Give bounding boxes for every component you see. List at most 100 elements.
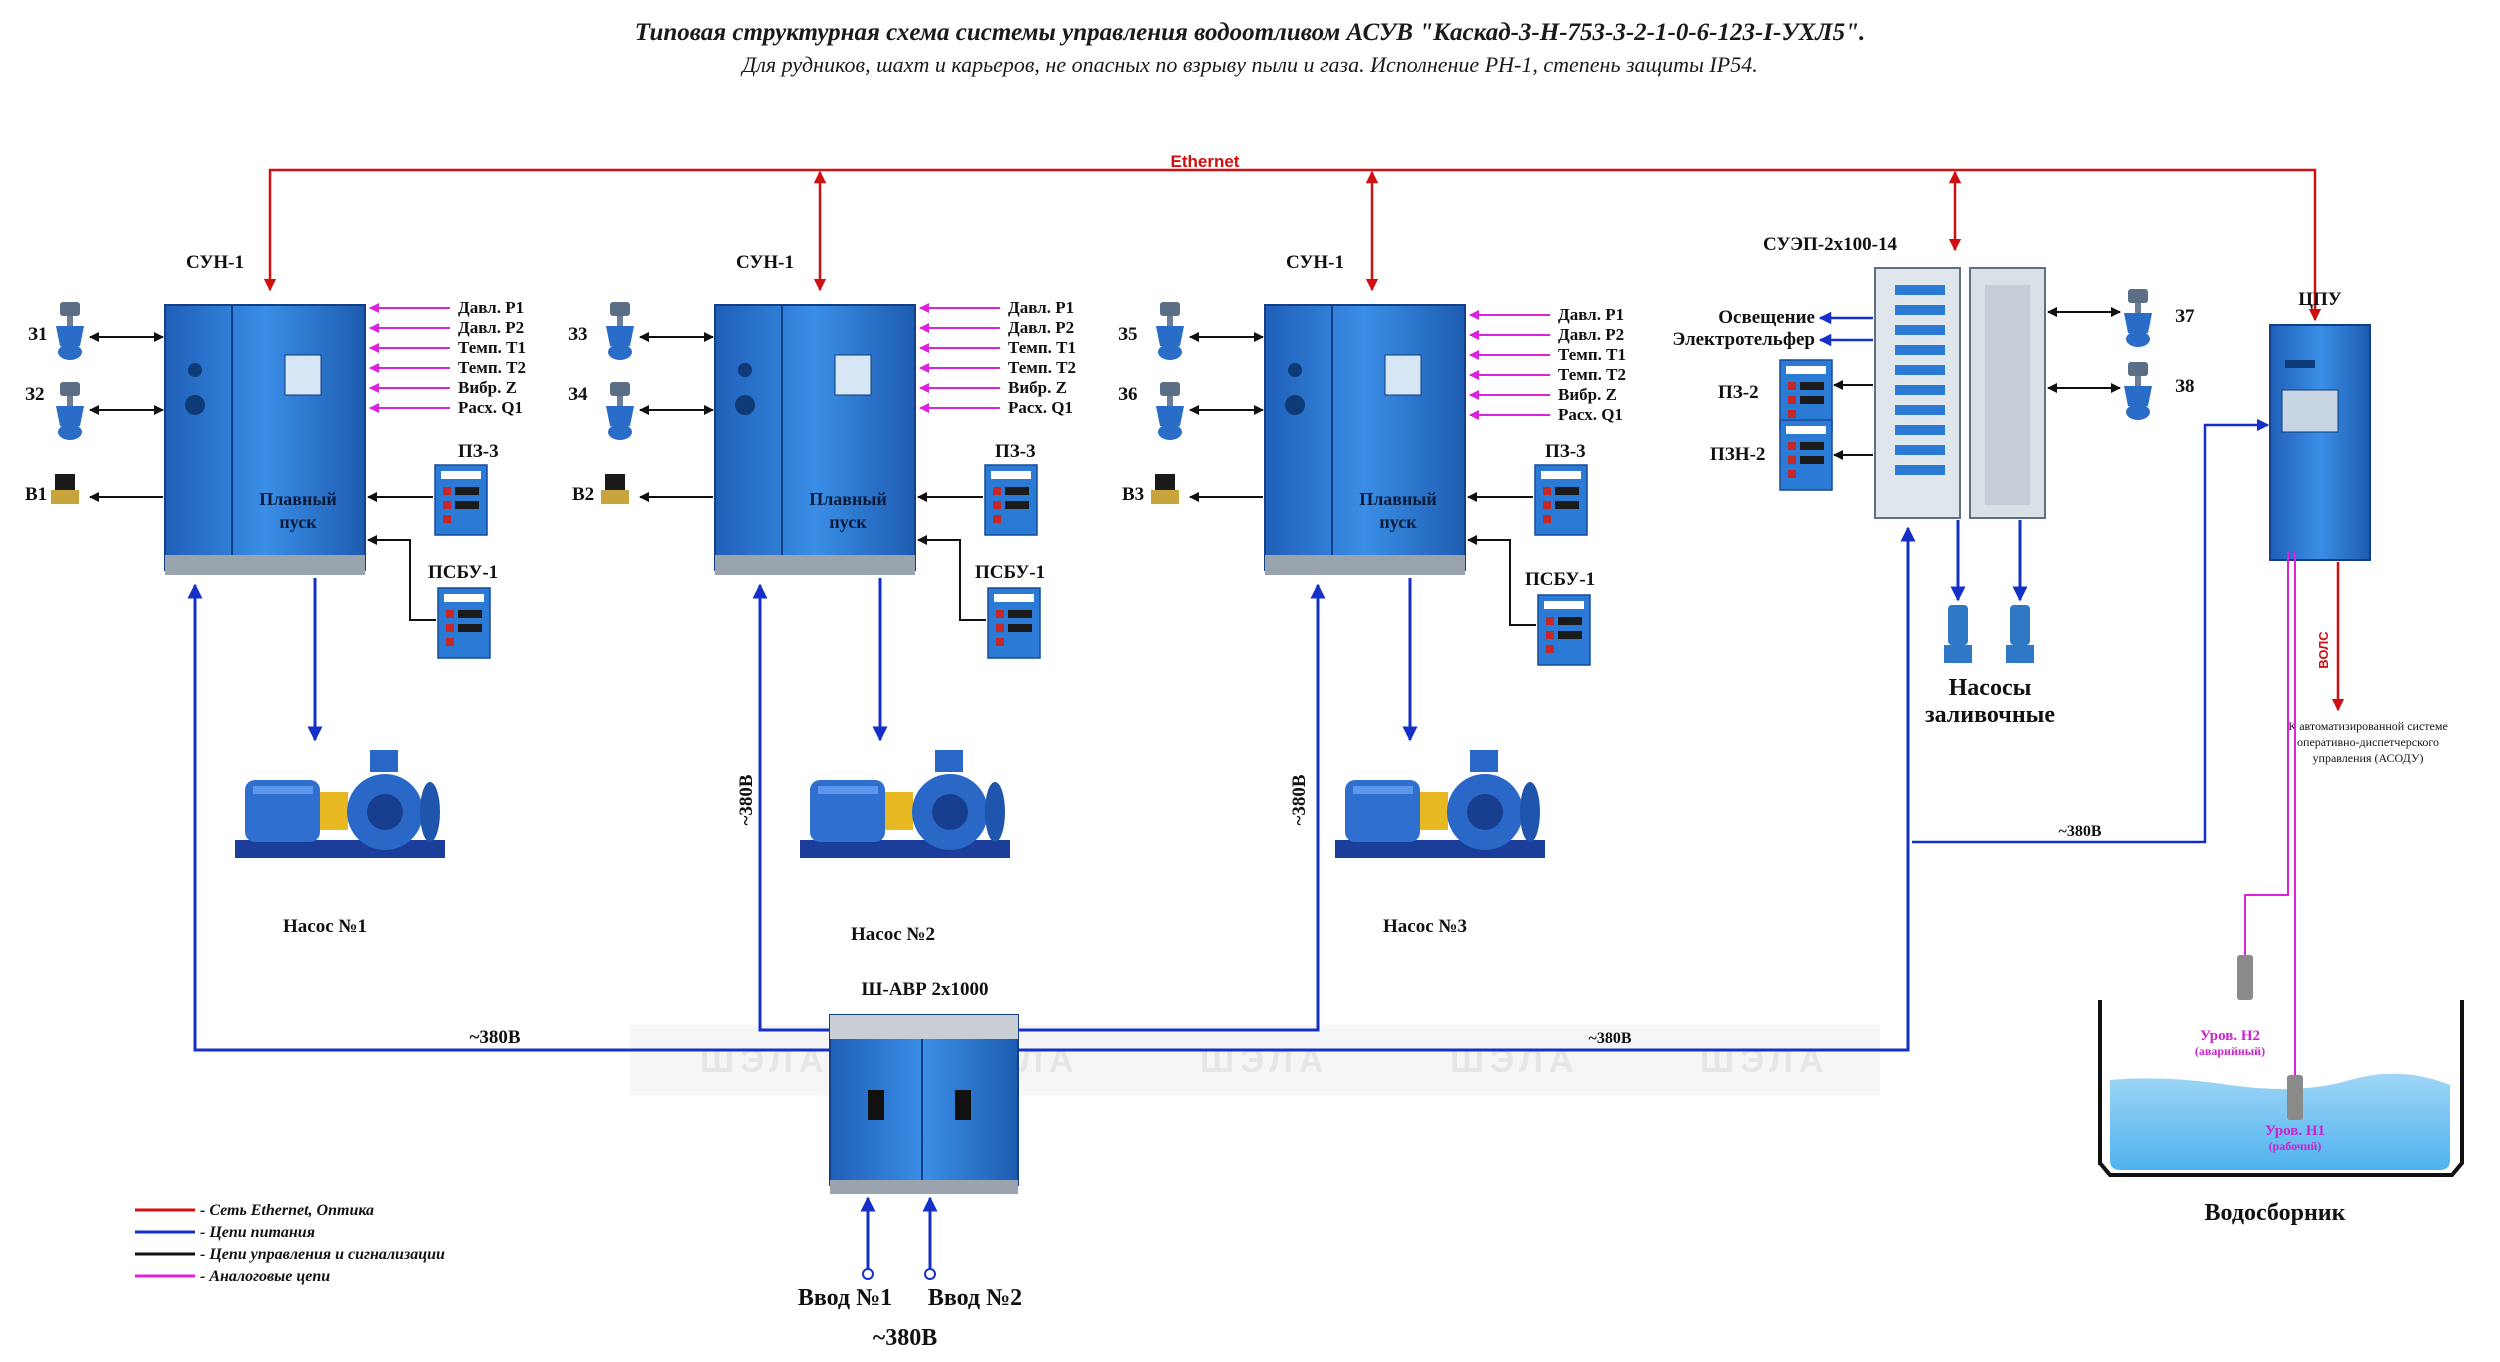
svg-text:Темп. Т1: Темп. Т1 [458,338,526,357]
svg-text:В3: В3 [1122,484,1144,505]
main-left-voltage: ~380В [469,1027,520,1048]
solenoid-v3-icon [1151,474,1179,504]
svg-text:ШЭЛА: ШЭЛА [700,1042,829,1080]
valve-z6-icon [1156,382,1184,440]
svg-text:К автоматизированной системе: К автоматизированной системе [2288,719,2448,733]
avr-input-voltage: ~380В [873,1325,938,1351]
unit-2: СУН-1 Плавный пуск З3 З4 В2 Давл. Р1 [568,252,1076,945]
priming-pump-icons [1944,605,2034,663]
suep-name: СУЭП-2х100-14 [1763,234,1897,255]
svg-text:Вибр. Z: Вибр. Z [458,378,517,397]
svg-text:ПЗ-3: ПЗ-3 [458,441,499,462]
legend-control: - Цепи управления и сигнализации [200,1246,445,1263]
svg-text:Давл. Р1: Давл. Р1 [1008,298,1074,317]
svg-text:Давл. Р2: Давл. Р2 [458,318,524,337]
avr-input-1: Ввод №1 [798,1285,892,1311]
valve-z4-icon [606,382,634,440]
water-tank: Уров. Н2 (аварийный) Уров. Н1 (рабочий) … [2098,552,2464,1226]
level-sensor-icons [2237,955,2303,1120]
priming-pumps-label-1: Насосы [1949,675,2032,701]
pump-1-label: Насос №1 [283,916,367,937]
cpu-feed-voltage: ~380В [2059,823,2102,840]
solenoid-v1-icon [51,474,79,504]
legend-power: - Цепи питания [200,1224,315,1241]
svg-text:ПЗ-3: ПЗ-3 [1545,441,1586,462]
valve-z2-icon [56,382,84,440]
panel-psbu1-icon [987,587,1041,659]
unit-2-analog-signals: Давл. Р1 Давл. Р2 Темп. Т1 Темп. Т2 Вибр… [919,298,1076,417]
unit-2-voltage: ~380В [736,774,757,825]
level-h1-label: Уров. Н1 [2265,1123,2325,1139]
svg-text:Расх. Q1: Расх. Q1 [1008,398,1073,417]
avr-unit: Ш-АВР 2х1000 Ввод №1 Ввод №2 ~380В [798,979,1022,1351]
diagram-subtitle: Для рудников, шахт и карьеров, не опасны… [740,52,1757,77]
svg-text:Давл. Р1: Давл. Р1 [1558,305,1624,324]
valve-z8-icon [2124,362,2152,420]
valve-z5-icon [1156,302,1184,360]
priming-pumps-label-2: заливочные [1925,702,2055,728]
panel-pz3-icon [1534,464,1588,536]
unit-3-voltage: ~380В [1289,774,1310,825]
level-h2-label: Уров. Н2 [2200,1028,2260,1044]
avr-input-2: Ввод №2 [928,1285,1022,1311]
svg-text:ПЗ-3: ПЗ-3 [995,441,1036,462]
suep-out-hoist: Электротельфер [1672,329,1815,350]
unit-1-name: СУН-1 [186,252,244,273]
legend-analog: - Аналоговые цепи [200,1268,330,1285]
power-bus: ~380В ~380В ~380В ~380В [187,526,1916,1052]
svg-text:ПЗН-2: ПЗН-2 [1710,444,1765,465]
svg-text:Темп. Т2: Темп. Т2 [1558,365,1626,384]
svg-text:Плавный: Плавный [259,489,337,509]
main-right-voltage: ~380В [1589,1030,1632,1047]
panel-pz3-icon [984,464,1038,536]
svg-text:оперативно-диспетчерского: оперативно-диспетчерского [2297,735,2439,749]
pump-1-icon [235,750,445,858]
svg-text:В1: В1 [25,484,47,505]
svg-text:СУН-1: СУН-1 [736,252,794,273]
svg-text:ПСБУ-1: ПСБУ-1 [975,562,1045,583]
watermark-strip: ШЭЛА ШЭЛА ШЭЛА ШЭЛА ШЭЛА [630,1025,1880,1095]
svg-text:пуск: пуск [1379,512,1417,532]
svg-text:(рабочий): (рабочий) [2269,1139,2322,1153]
unit-2-cabinet: Плавный пуск [714,304,916,575]
svg-text:З3: З3 [568,324,588,345]
tank-name: Водосборник [2205,1200,2346,1226]
svg-text:Давл. Р2: Давл. Р2 [1558,325,1624,344]
diagram-title: Типовая структурная схема системы управл… [635,19,1865,46]
panel-psbu1-icon [1537,594,1591,666]
unit-3-analog-signals: Давл. Р1 Давл. Р2 Темп. Т1 Темп. Т2 Вибр… [1469,305,1626,424]
svg-text:ПСБУ-1: ПСБУ-1 [428,562,498,583]
svg-text:В2: В2 [572,484,594,505]
pump-2-icon [800,750,1010,858]
svg-text:Давл. Р1: Давл. Р1 [458,298,524,317]
vols-label: ВОЛС [2316,631,2331,669]
svg-text:ПЗ-2: ПЗ-2 [1718,382,1759,403]
svg-text:Вибр. Z: Вибр. Z [1558,385,1617,404]
valve-z1-icon [56,302,84,360]
unit-3-cabinet: Плавный пуск [1264,304,1466,575]
svg-text:Темп. Т1: Темп. Т1 [1558,345,1626,364]
unit-3: СУН-1 Плавный пуск З5 З6 В3 Давл. Р1 [1118,252,1626,937]
svg-text:З1: З1 [28,324,48,345]
svg-text:З4: З4 [568,384,588,405]
svg-text:З6: З6 [1118,384,1138,405]
svg-text:Плавный: Плавный [1359,489,1437,509]
cpu-name: ЦПУ [2298,289,2342,310]
svg-text:ШЭЛА: ШЭЛА [1450,1042,1579,1080]
svg-text:СУН-1: СУН-1 [1286,252,1344,273]
svg-text:ШЭЛА: ШЭЛА [1200,1042,1329,1080]
suep-out-lighting: Освещение [1718,307,1815,328]
valve-z3-icon [606,302,634,360]
svg-text:З8: З8 [2175,376,2195,397]
svg-text:Плавный: Плавный [809,489,887,509]
svg-text:Давл. Р2: Давл. Р2 [1008,318,1074,337]
panel-pzn2-icon [1779,419,1833,491]
pump-3-icon [1335,750,1545,858]
svg-text:Расх. Q1: Расх. Q1 [458,398,523,417]
cpu-unit: ЦПУ ~380В ВОЛС К автоматизированной сист… [1912,289,2448,844]
svg-text:управления (АСОДУ): управления (АСОДУ) [2313,751,2424,765]
panel-psbu1-icon [437,587,491,659]
svg-text:ПСБУ-1: ПСБУ-1 [1525,569,1595,590]
svg-text:Темп. Т2: Темп. Т2 [1008,358,1076,377]
